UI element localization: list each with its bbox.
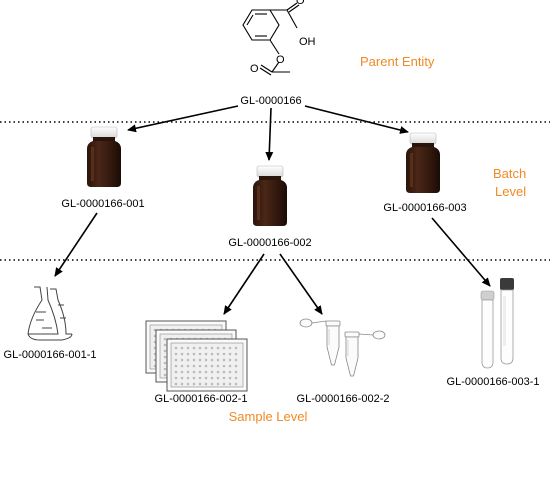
parent-batch-arrows: [127, 105, 409, 161]
batch-level-label-line2: Level: [495, 184, 526, 199]
ester-o-label: O: [276, 54, 285, 66]
microcentrifuge-tube-icon: [299, 318, 386, 377]
well-plate-icon: [145, 320, 248, 392]
batch-level-label-line1: Batch: [493, 166, 526, 181]
amber-bottle-icon: [405, 132, 441, 194]
batch-node-label-1: GL-0000166-001: [61, 198, 144, 210]
batch-node-label-3: GL-0000166-003: [383, 202, 466, 214]
parent-node-label: GL-0000166: [240, 95, 301, 107]
sample-node-label-003-1: GL-0000166-003-1: [447, 376, 540, 388]
volumetric-flask-icon: [27, 286, 73, 341]
sample-node-label-002-1: GL-0000166-002-1: [155, 393, 248, 405]
batch-sample-arrows: [54, 212, 491, 315]
amber-bottle-icon: [252, 165, 288, 227]
amber-bottle-icon: [86, 126, 122, 188]
chemical-structure-icon: [242, 2, 300, 76]
hydroxyl-label: OH: [299, 36, 316, 48]
acetyl-o-label: O: [250, 63, 259, 75]
sample-node-label-001-1: GL-0000166-001-1: [4, 349, 97, 361]
batch-node-label-2: GL-0000166-002: [228, 237, 311, 249]
carbonyl-o-label: O: [296, 0, 305, 7]
sample-level-label: Sample Level: [229, 409, 308, 424]
sample-node-label-002-2: GL-0000166-002-2: [297, 393, 390, 405]
test-tube-icon: [480, 278, 514, 369]
parent-entity-label: Parent Entity: [360, 54, 435, 69]
